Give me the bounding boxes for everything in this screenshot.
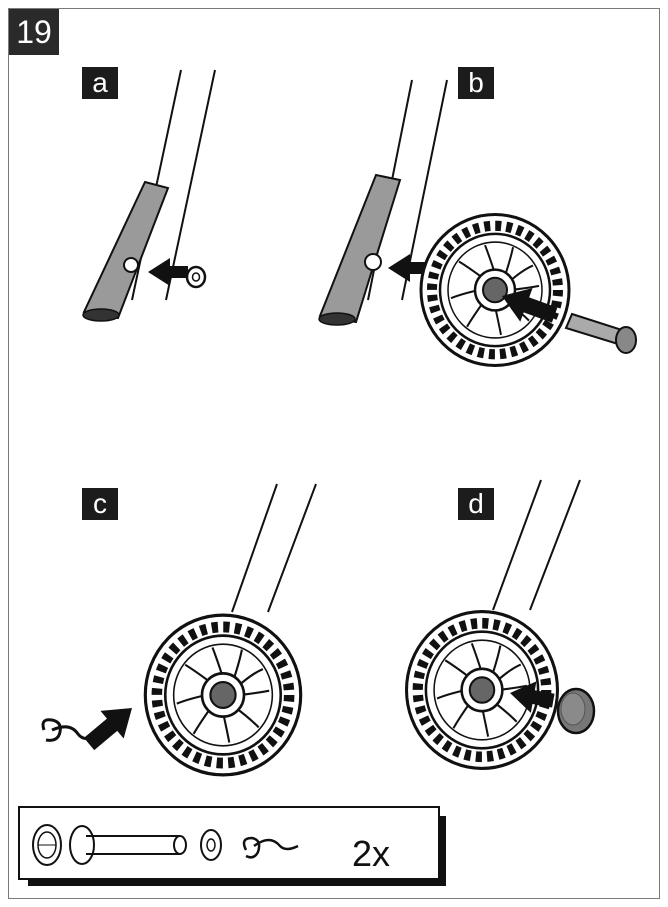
step-number: 19: [9, 9, 59, 55]
hubcap-icon: [556, 687, 596, 735]
hair-pin-clip-icon: [242, 836, 299, 859]
instruction-frame: [8, 8, 660, 899]
wheel-icon: [145, 615, 300, 775]
panel-c-tube: [231, 483, 317, 613]
panel-d-tube: [492, 479, 581, 611]
bushing-icon: [32, 824, 62, 866]
quantity-label: 2x: [352, 833, 391, 874]
washer-icon: [185, 265, 207, 289]
panel-label-a: a: [82, 67, 118, 99]
axle-bolt-icon: [564, 312, 637, 354]
panel-a-tube: [82, 69, 216, 322]
push-arrow-icon: [510, 681, 555, 713]
axle-bolt-icon: [69, 825, 187, 865]
panel-label-c: c: [82, 488, 118, 520]
panel-label-d: d: [458, 488, 494, 520]
push-arrow-icon: [148, 258, 188, 286]
push-arrow-icon: [83, 708, 132, 751]
panel-label-b: b: [458, 67, 494, 99]
wheel-icon: [421, 215, 569, 366]
push-arrow-icon: [502, 287, 558, 323]
washer-icon: [200, 829, 222, 861]
